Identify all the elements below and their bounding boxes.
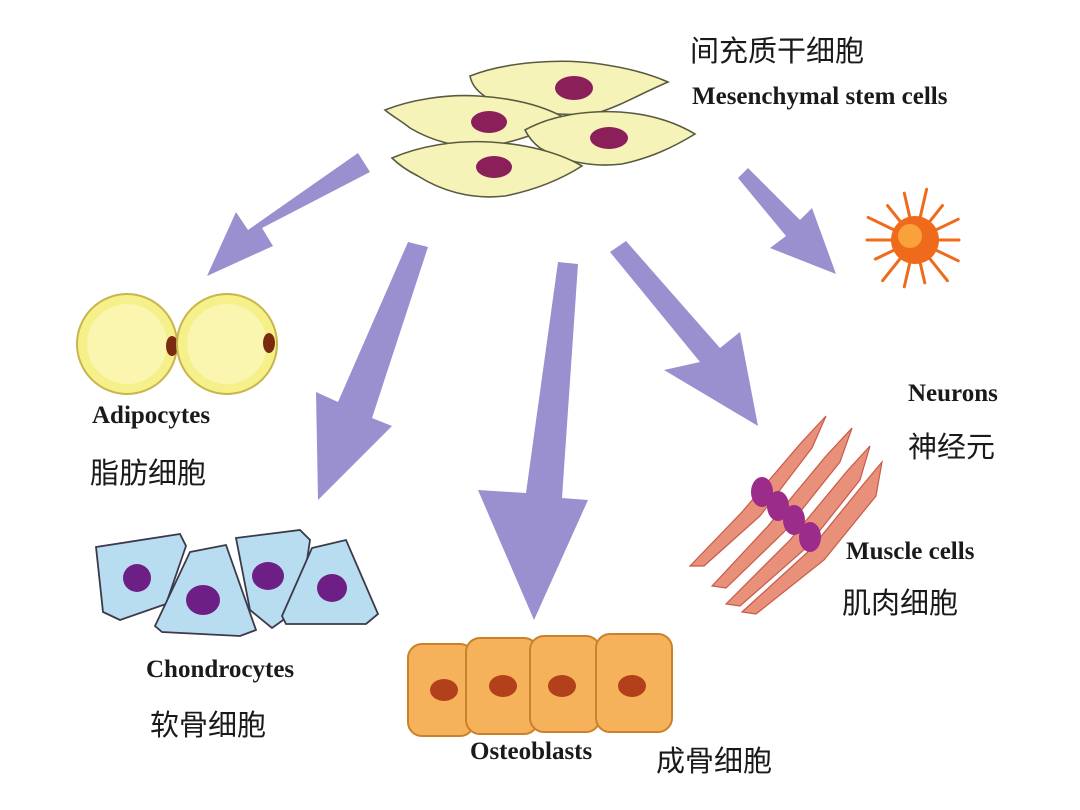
osteoblast-nucleus	[430, 679, 458, 701]
neuron-spike	[931, 247, 960, 263]
muscle-fiber	[688, 415, 827, 567]
osteoblast-nucleus	[548, 675, 576, 697]
osteoblasts-label-zh: 成骨细胞	[656, 744, 773, 778]
osteoblasts-label-en: Osteoblasts	[470, 738, 593, 765]
neuron-core	[898, 224, 922, 248]
chondrocytes-label-en: Chondrocytes	[146, 656, 295, 683]
osteoblast-nucleus	[489, 675, 517, 697]
chondrocyte-cells	[95, 529, 380, 637]
adipocyte-nucleus	[263, 333, 275, 353]
stem-nucleus	[590, 127, 628, 149]
stem-nucleus	[471, 111, 507, 133]
arrow-to-osteoblasts	[478, 262, 588, 620]
neuron-spike	[902, 191, 913, 223]
chondrocyte-nucleus	[252, 562, 284, 590]
muscle-cells-label-zh: 肌肉细胞	[842, 586, 959, 620]
muscle-nucleus	[799, 522, 821, 552]
chondrocyte-nucleus	[123, 564, 151, 592]
stem-nucleus	[555, 76, 593, 100]
adipocyte-cells	[76, 293, 278, 395]
neuron-spike	[917, 257, 927, 285]
chondrocyte-nucleus	[186, 585, 220, 615]
arrow-to-neurons	[738, 168, 836, 274]
adipocyte-nucleus	[166, 336, 178, 356]
neuron-spike	[866, 215, 899, 233]
arrow-to-chondrocytes	[316, 242, 428, 500]
stem-nucleus	[476, 156, 512, 178]
adipocyte-inner	[187, 304, 267, 384]
muscle-cells	[688, 415, 883, 615]
neuron-spike	[931, 217, 960, 233]
arrows	[207, 153, 836, 620]
osteoblast-cells	[407, 633, 673, 737]
arrow-to-muscle	[610, 241, 758, 426]
muscle-cells-label-en: Muscle cells	[846, 538, 975, 565]
muscle-nucleus	[751, 477, 773, 507]
stem-cells-label-en: Mesenchymal stem cells	[692, 83, 948, 110]
neuron-spikes	[865, 187, 961, 289]
neuron-spike	[925, 254, 949, 283]
neuron-cell	[865, 187, 961, 289]
chondrocytes-label-zh: 软骨细胞	[150, 708, 267, 742]
neuron-spike	[917, 187, 929, 223]
adipocytes-label-zh: 脂肪细胞	[90, 456, 207, 490]
osteoblast-nucleus	[618, 675, 646, 697]
neurons-label-en: Neurons	[908, 380, 998, 407]
muscle-nucleus	[767, 491, 789, 521]
adipocytes-label-en: Adipocytes	[92, 402, 211, 429]
neurons-label-zh: 神经元	[908, 430, 996, 464]
arrow-to-adipocytes	[207, 153, 370, 276]
chondrocyte-nucleus	[317, 574, 347, 602]
stem-cell-cluster	[383, 60, 697, 198]
neuron-spike	[902, 257, 913, 289]
stem-cells-label-zh: 间充质干细胞	[690, 34, 865, 68]
muscle-nucleus	[783, 505, 805, 535]
neuron-spike	[881, 254, 905, 283]
adipocyte-inner	[87, 304, 167, 384]
